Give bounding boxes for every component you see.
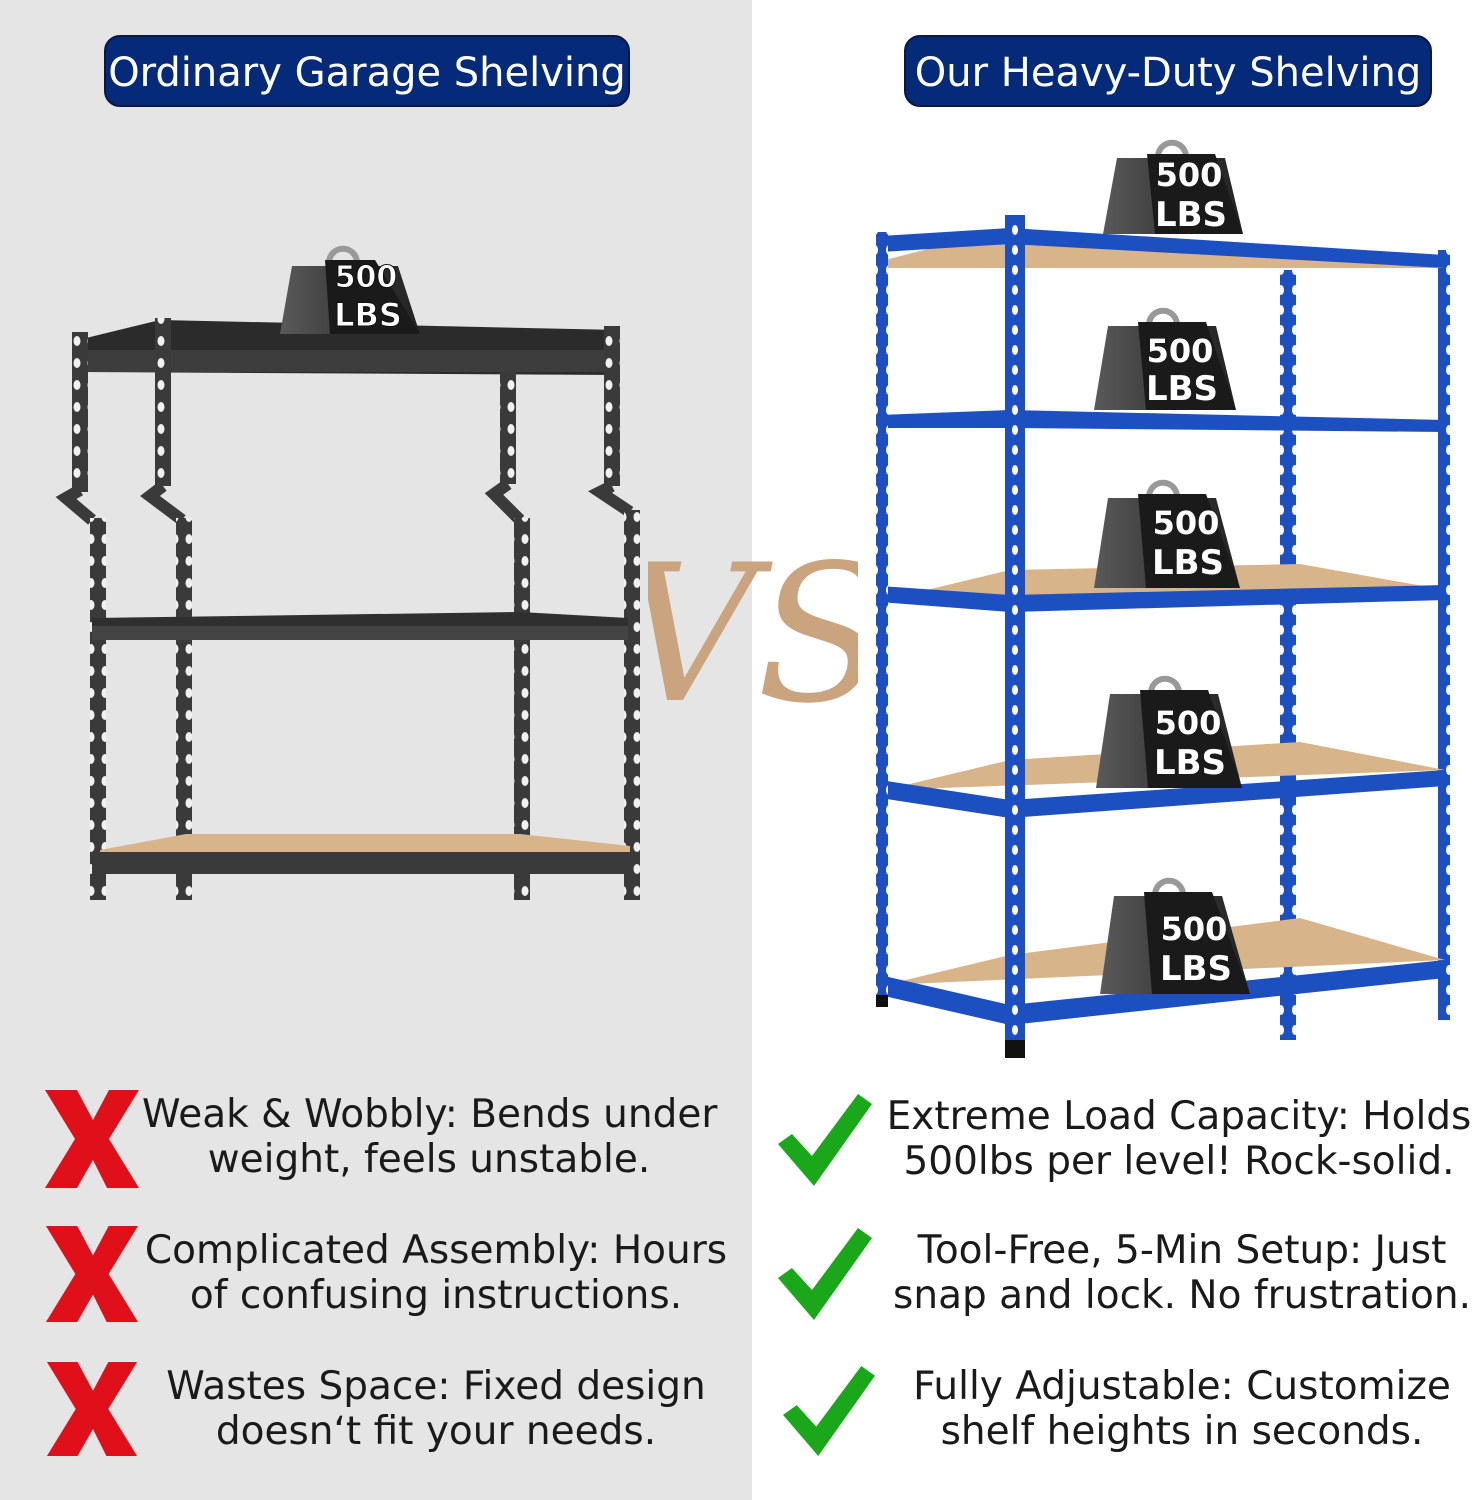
weight-label-top: 500 (1156, 156, 1223, 194)
pro-item: Fully Adjustable: Customize shelf height… (752, 1360, 1472, 1460)
weight-icon: 500 LBS (1094, 479, 1240, 588)
blue-post-back (1280, 270, 1296, 1040)
grey-post-upper (155, 318, 171, 486)
weight-icon: 500 LBS (1094, 307, 1236, 410)
grey-middle-beam (92, 626, 628, 640)
pro-line: shelf heights in seconds. (940, 1409, 1424, 1454)
grey-top-beam (78, 350, 620, 372)
blue-post-back (1438, 250, 1450, 1020)
blue-foot (1005, 1040, 1025, 1058)
weight-label-bottom: LBS (1160, 949, 1232, 989)
con-line: of confusing instructions. (189, 1273, 683, 1318)
con-line: weight, feels unstable. (207, 1137, 651, 1182)
cross-icon (45, 1226, 139, 1322)
weight-icon: 500 LBS (280, 245, 420, 335)
pro-item: Extreme Load Capacity: Holds 500lbs per … (752, 1090, 1472, 1190)
weight-icon: 500 LBS (1096, 675, 1242, 788)
pro-line: Fully Adjustable: Customize (913, 1364, 1451, 1409)
vs-mark: VS (648, 540, 858, 720)
weight-label-top: 500 (1155, 704, 1222, 742)
ordinary-shelf-unit (55, 318, 640, 900)
grey-bottom-beam (92, 852, 630, 874)
con-line: Wastes Space: Fixed design (166, 1364, 706, 1409)
blue-post-front (1005, 215, 1025, 1055)
con-line: doesn‘t fit your needs. (215, 1409, 657, 1454)
grey-post-lower (624, 510, 640, 900)
weight-label-bottom: LBS (1146, 369, 1218, 409)
pro-line: Extreme Load Capacity: Holds (886, 1094, 1472, 1139)
cross-icon (46, 1362, 138, 1456)
grey-post-upper (604, 326, 620, 486)
con-line: Complicated Assembly: Hours (144, 1228, 728, 1273)
weight-label-top: 500 (335, 260, 398, 295)
svg-text:VS: VS (648, 540, 858, 720)
blue-foot (876, 995, 888, 1007)
weight-label-bottom: LBS (334, 296, 402, 334)
weight-label-bottom: LBS (1155, 195, 1227, 235)
blue-beam-2 (880, 410, 1445, 432)
check-icon (778, 1228, 872, 1320)
weight-label-top: 500 (1153, 504, 1220, 542)
pro-item: Tool-Free, 5-Min Setup: Just snap and lo… (752, 1226, 1472, 1326)
cross-icon (45, 1090, 139, 1188)
weight-label-top: 500 (1161, 910, 1228, 948)
con-item: Wastes Space: Fixed design doesn‘t fit y… (0, 1362, 752, 1462)
grey-post-upper (500, 372, 516, 484)
shelving-illustration: 500 LBS 500 LBS 500 LBS 500 LBS 500 LBS … (55, 139, 1450, 1058)
weight-icon: 500 LBS (1100, 877, 1250, 994)
weight-label-bottom: LBS (1154, 743, 1226, 783)
pro-line: 500lbs per level! Rock-solid. (903, 1139, 1455, 1184)
con-item: Complicated Assembly: Hours of confusing… (0, 1226, 752, 1326)
grey-post-lower (176, 518, 192, 900)
grey-post-lower (90, 518, 106, 900)
weight-label-top: 500 (1147, 332, 1214, 370)
blue-post-front (876, 232, 888, 1002)
check-icon (783, 1366, 875, 1456)
pro-line: snap and lock. No frustration. (893, 1273, 1471, 1318)
grey-post-upper (72, 332, 88, 492)
ordinary-header: Ordinary Garage Shelving (104, 35, 630, 107)
grey-post-bend (588, 480, 634, 517)
con-line: Weak & Wobbly: Bends under (142, 1092, 718, 1137)
weight-label-bottom: LBS (1152, 543, 1224, 583)
pro-line: Tool-Free, 5-Min Setup: Just (917, 1228, 1447, 1273)
grey-post-bend (140, 481, 186, 525)
check-icon (778, 1094, 872, 1186)
con-item: Weak & Wobbly: Bends under weight, feels… (0, 1090, 752, 1190)
heavy-duty-header: Our Heavy-Duty Shelving (904, 35, 1432, 107)
grey-post-bend (55, 484, 96, 525)
grey-post-bend (484, 479, 525, 525)
weight-icon: 500 LBS (1103, 139, 1243, 235)
